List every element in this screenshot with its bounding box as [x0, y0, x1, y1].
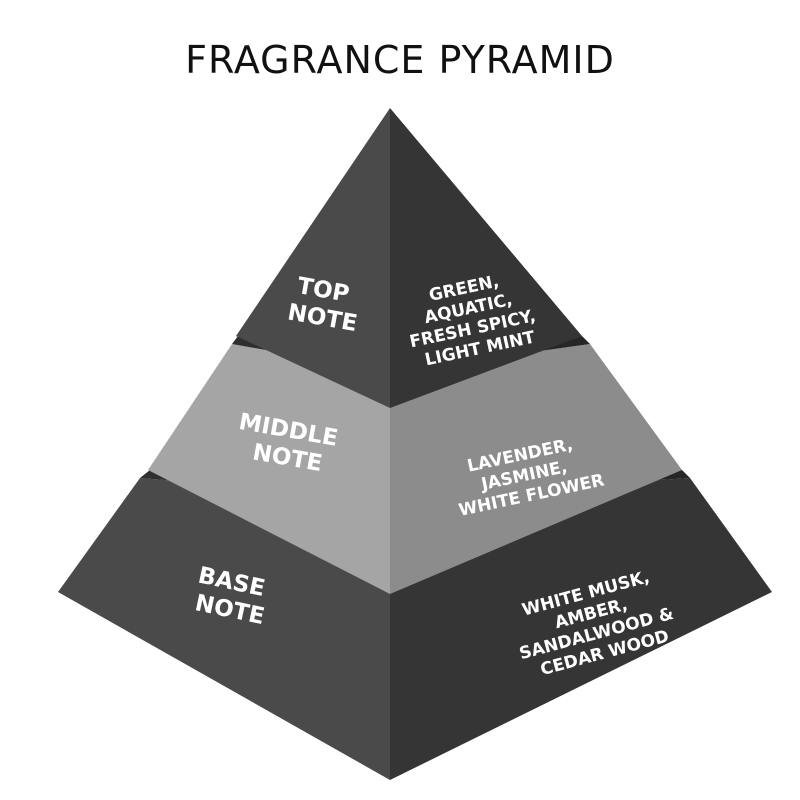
top-tier-left-face: [236, 108, 390, 408]
middle-tier-left-face: [148, 344, 390, 594]
base-tier-right-face: [390, 478, 772, 780]
top-tier-right-face: [390, 108, 582, 408]
base-tier-left-face: [58, 478, 390, 780]
middle-tier-right-face: [390, 344, 682, 594]
diagram-title: FRAGRANCE PYRAMID: [185, 38, 615, 82]
top-tier: [236, 108, 582, 408]
